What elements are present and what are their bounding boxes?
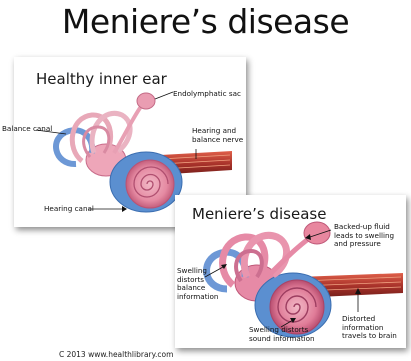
endolymphatic-sac-swollen: [304, 222, 330, 244]
label-backed-up-fluid: Backed-up fluid leads to swelling and pr…: [334, 223, 394, 249]
label-distorted-info: Distorted information travels to brain: [342, 315, 397, 341]
label-swelling-balance: Swelling distorts balance information: [177, 267, 218, 301]
disease-ear-panel: Meniere’s disease: [175, 195, 406, 348]
leader-endolymphatic: [155, 92, 173, 99]
label-hearing-nerve: Hearing and balance nerve: [192, 127, 243, 144]
endolymphatic-duct: [269, 237, 311, 275]
endolymphatic-sac: [137, 93, 155, 109]
label-swelling-sound: Swelling distorts sound information: [249, 326, 315, 343]
page-title: Meniere’s disease: [0, 2, 411, 41]
copyright-notice: C 2013 www.healthlibrary.com: [59, 350, 173, 359]
label-hearing-canal: Hearing canal: [44, 205, 94, 214]
label-balance-canal: Balance canal: [2, 125, 52, 134]
label-endolymphatic-sac: Endolymphatic sac: [173, 90, 241, 99]
